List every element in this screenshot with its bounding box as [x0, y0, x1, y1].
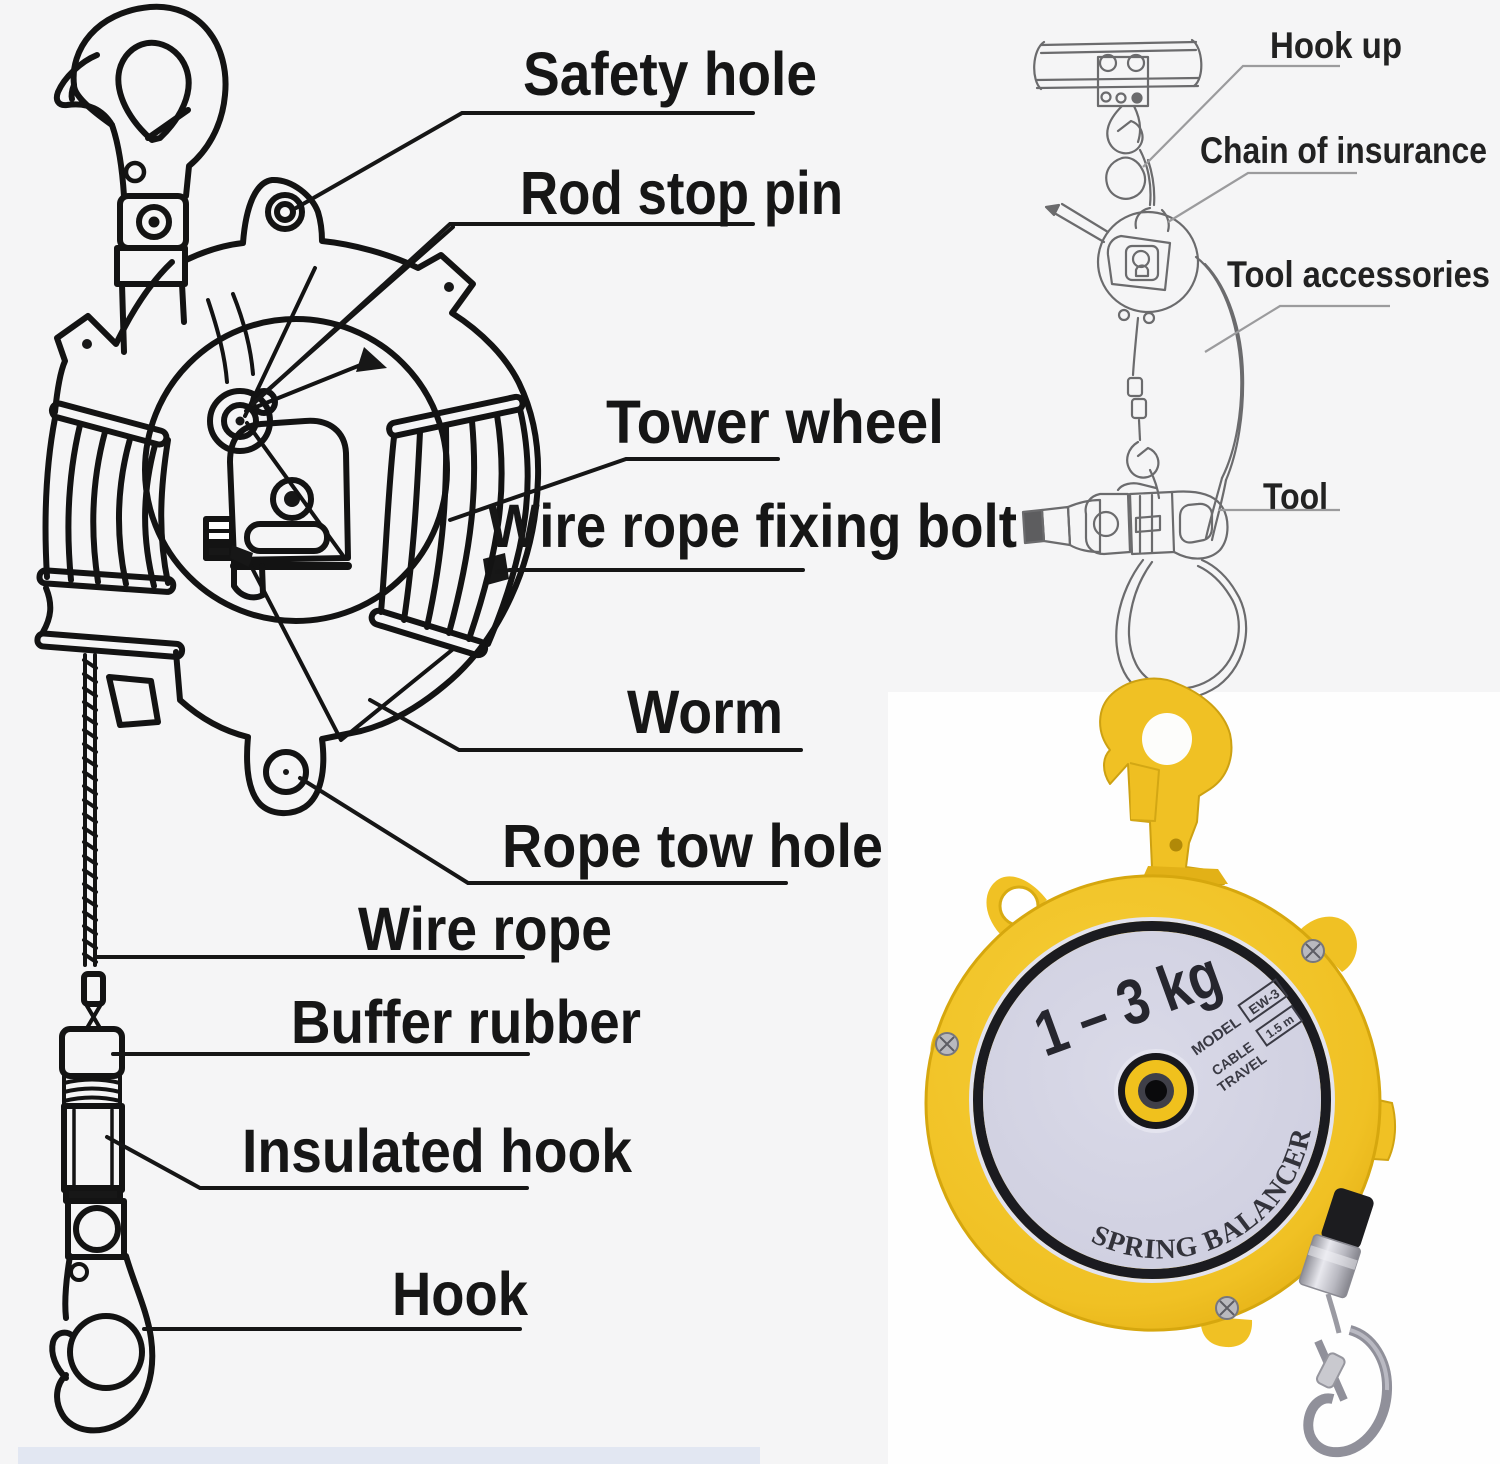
svg-text:Chain of insurance: Chain of insurance: [1200, 130, 1487, 171]
svg-text:Tower wheel: Tower wheel: [606, 388, 944, 456]
svg-text:Wire rope fixing bolt: Wire rope fixing bolt: [488, 492, 1017, 560]
svg-text:Hook: Hook: [392, 1260, 528, 1328]
svg-text:Hook up: Hook up: [1270, 25, 1402, 66]
svg-text:Safety hole: Safety hole: [523, 40, 817, 108]
svg-text:Buffer rubber: Buffer rubber: [291, 988, 641, 1056]
svg-text:Worm: Worm: [627, 678, 783, 746]
svg-text:Insulated hook: Insulated hook: [242, 1117, 632, 1185]
svg-text:Rod stop pin: Rod stop pin: [520, 159, 843, 227]
svg-text:Wire rope: Wire rope: [358, 895, 612, 963]
svg-text:Rope tow hole: Rope tow hole: [502, 812, 883, 880]
svg-text:Tool accessories: Tool accessories: [1227, 254, 1490, 295]
